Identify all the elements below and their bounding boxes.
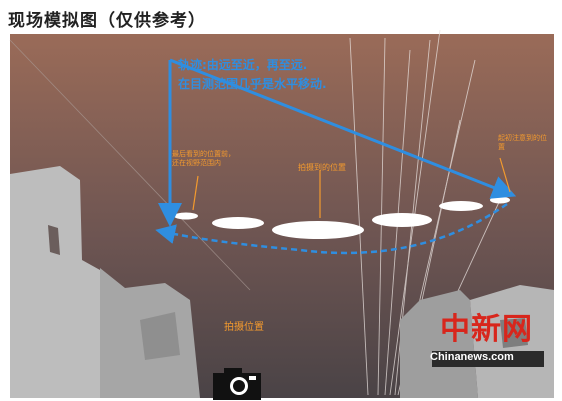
label-last-seen-line2: 还在视野范围内 [172,159,221,167]
watermark-bar [432,351,544,367]
label-first-seen: 起初注意到的位置 [498,134,547,151]
label-pointers [192,157,511,218]
diagonal-line [9,39,251,291]
label-shooting-position: 拍摄位置 [224,322,264,333]
building-left [10,166,100,398]
watermark-url: Chinanews.com [430,351,514,363]
trajectory-note-line1: 轨迹:由远至近，再至远. [178,58,308,72]
page-title: 现场模拟图（仅供参考） [8,11,206,31]
watermark-logo: 中新网 [440,312,533,347]
camera-icon [213,368,261,400]
trajectory-arrows [155,58,517,255]
building-window [48,225,60,255]
trajectory-note: 轨迹:由远至近，再至远. 在目测范围几乎是水平移动. [178,56,327,94]
label-last-seen: 最后看到的位置前， 还在视野范围内 [172,150,235,168]
label-photographed: 拍摄到的位置 [298,163,346,172]
ufo-positions [174,196,510,239]
label-last-seen-line1: 最后看到的位置前， [172,150,235,158]
building-right-1 [400,290,478,398]
building-window-right [500,318,528,348]
trajectory-note-line2: 在目测范围几乎是水平移动. [178,77,327,91]
building-block [140,312,180,360]
